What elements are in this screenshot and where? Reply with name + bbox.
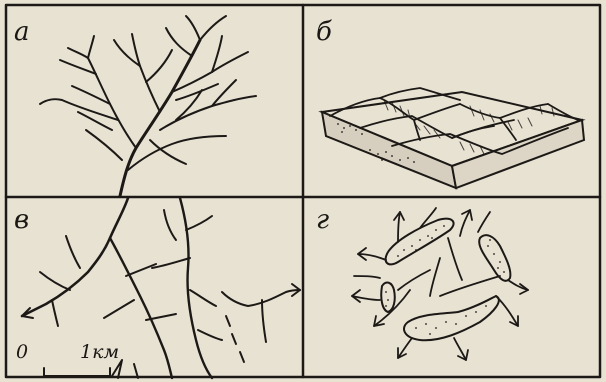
radial-drainage-network bbox=[352, 208, 528, 360]
hill-outline bbox=[479, 235, 510, 281]
dendritic-drainage-network bbox=[40, 16, 256, 196]
scale-end-label: 1км bbox=[80, 341, 119, 363]
relief-block-diagram bbox=[322, 88, 584, 188]
hill-outline bbox=[404, 296, 499, 340]
panel-label-b: б bbox=[316, 17, 332, 47]
rectangular-drainage-network bbox=[22, 198, 300, 378]
hill-outline bbox=[381, 283, 395, 312]
scale-bar: 0 1км bbox=[16, 341, 119, 376]
panel-label-a: а bbox=[14, 17, 30, 47]
panel-label-g: г bbox=[316, 205, 329, 235]
panel-label-v: в bbox=[14, 205, 29, 235]
figure-frame bbox=[6, 5, 600, 377]
scale-start-label: 0 bbox=[16, 341, 28, 363]
